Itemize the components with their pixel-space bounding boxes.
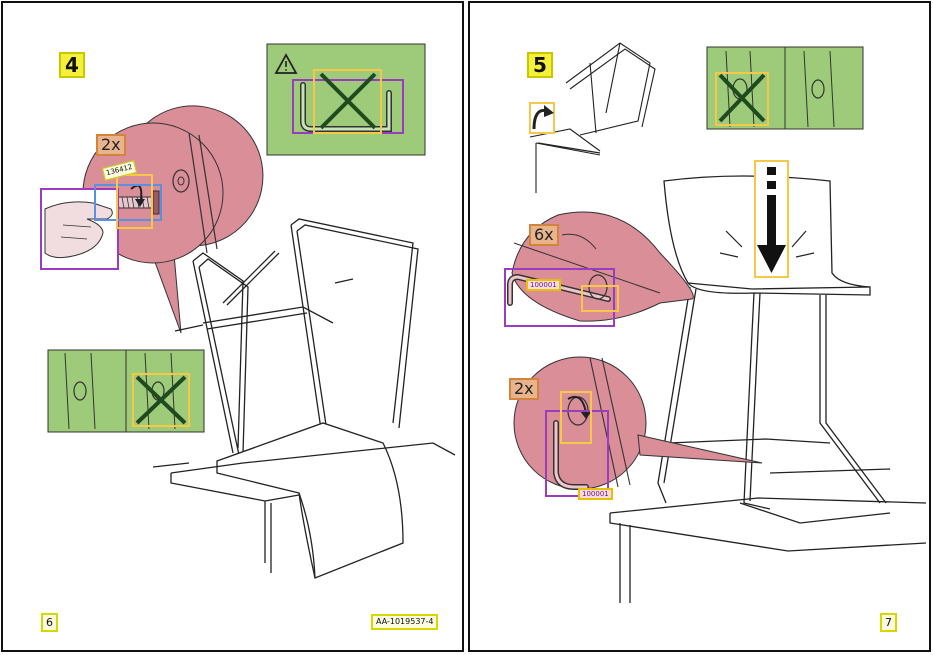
step-4-illustration <box>40 43 456 579</box>
quantity-label-bottom: 2x <box>509 378 539 400</box>
page-number: 6 <box>41 613 58 632</box>
check-panel-top <box>706 46 864 130</box>
instruction-page-right: 5 6x 100001 2x 100001 7 <box>468 1 931 652</box>
wrong-mark <box>319 72 377 130</box>
chair-frame <box>152 218 456 579</box>
instruction-page-left: 4 2x 136412 6 AA-1019537-4 <box>1 1 464 652</box>
step-number: 5 <box>527 52 553 78</box>
check-panel <box>47 349 205 433</box>
page-number: 7 <box>880 613 897 632</box>
part-number-top: 100001 <box>526 279 561 291</box>
allen-key-callout-bottom <box>513 356 763 490</box>
warning-icon <box>274 53 298 74</box>
document-code: AA-1019537-4 <box>371 614 439 630</box>
quantity-label: 2x <box>96 134 126 156</box>
allen-key-icon <box>300 82 392 132</box>
hand-illustration <box>40 188 119 270</box>
step-number: 4 <box>59 52 85 78</box>
step-5-illustration <box>504 42 927 603</box>
part-number-bottom: 100001 <box>578 488 613 500</box>
warning-panel <box>266 43 426 156</box>
quantity-label-top: 6x <box>529 224 559 246</box>
arrow-down-icon <box>757 167 786 273</box>
